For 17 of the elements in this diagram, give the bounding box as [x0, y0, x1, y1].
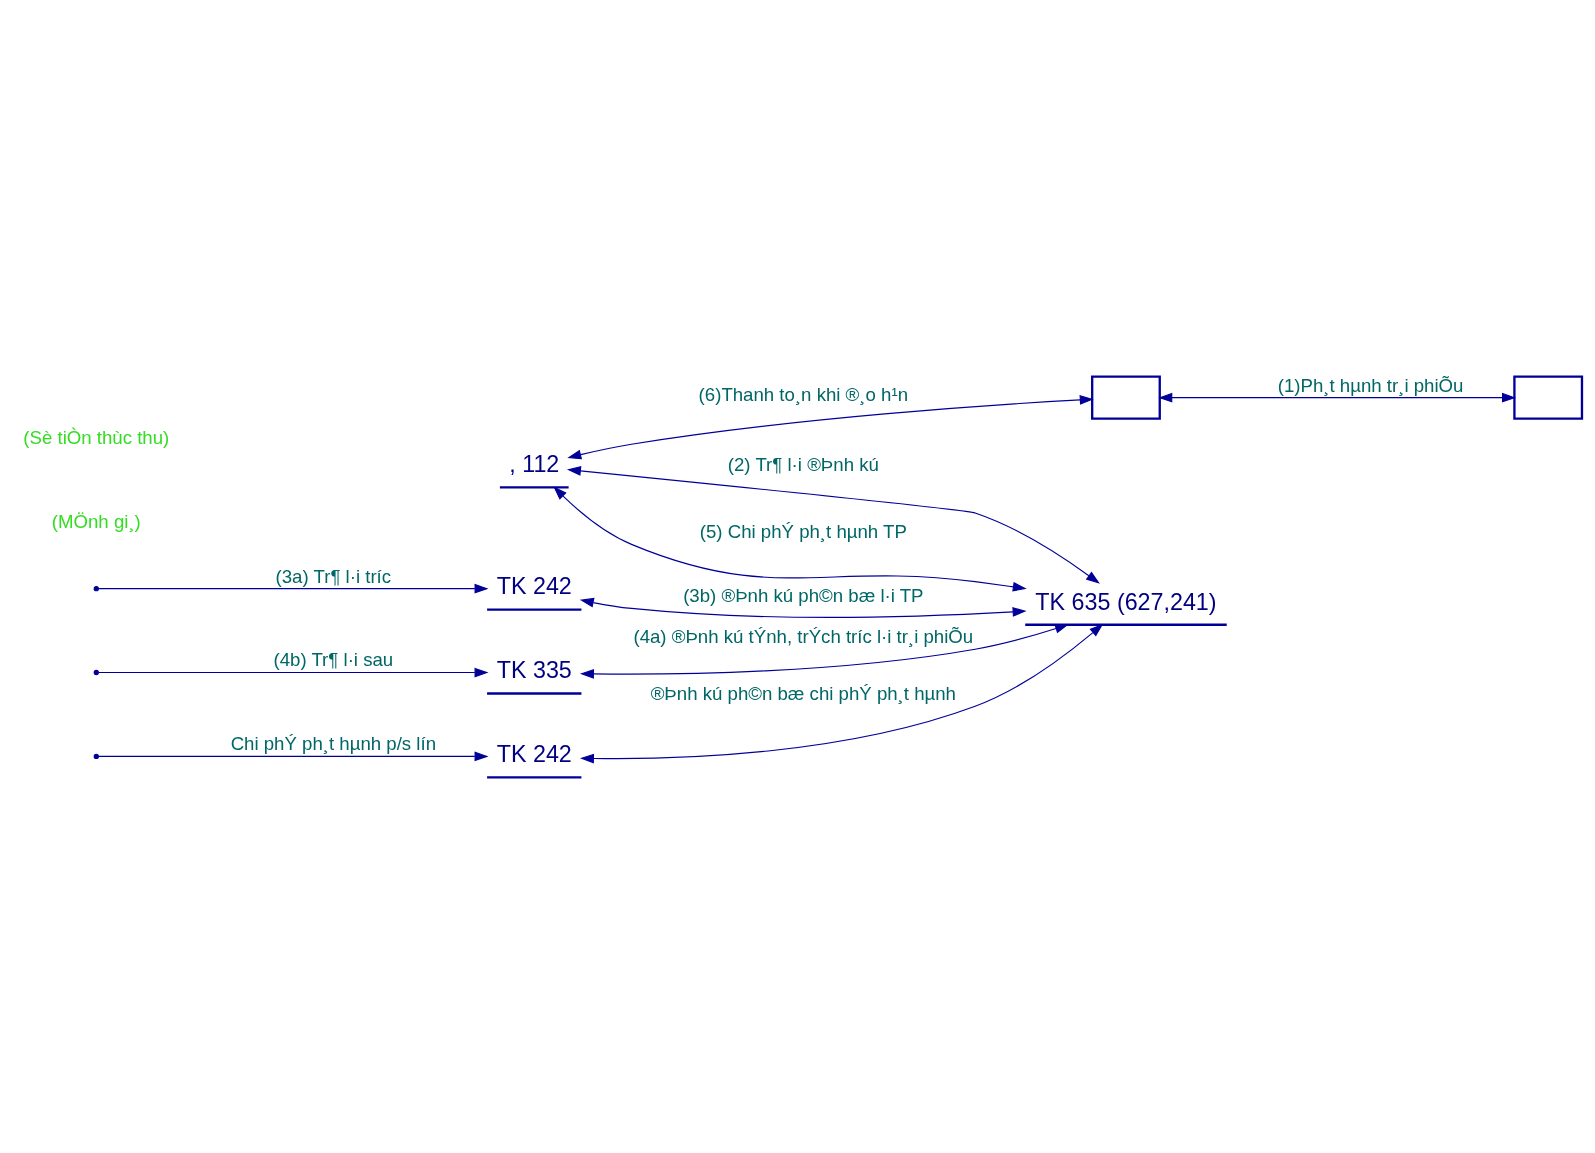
edge-label: (3b) ®Þnh kú ph©n bæ l·i TP — [683, 584, 924, 606]
edge-label: (4b) Tr¶ l·i sau — [273, 648, 394, 670]
edge-label: (3a) Tr¶ l·i tríc — [275, 565, 392, 587]
edge-label: ®Þnh kú ph©n bæ chi phÝ ph¸t hµnh — [650, 682, 956, 704]
edge-label: (4a) ®Þnh kú tÝnh, trÝch tríc l·i tr¸i phiÕu — [633, 625, 974, 647]
node-text: TK 335 — [496, 656, 572, 683]
edge-label: (5) Chi phÝ ph¸t hµnh TP — [699, 520, 907, 542]
label: (MÖnh gi¸) — [51, 510, 141, 532]
edge-label: (2) Tr¶ l·i ®Þnh kú — [727, 453, 879, 475]
label: (Sè tiÒn thùc thu) — [23, 426, 170, 448]
node-text: , 112 — [509, 450, 560, 477]
node-text: TK 635 (627,241) — [1035, 588, 1217, 615]
node-text: TK 242 — [496, 572, 572, 599]
node-text: TK 242 — [496, 740, 572, 767]
edge-label: Chi phÝ ph¸t hµnh p/s lín — [230, 732, 437, 754]
edge-label: (6)Thanh to¸n khi ®¸o h¹n — [698, 383, 909, 405]
edge-label: (1)Ph¸t hµnh tr¸i phiÕu — [1277, 374, 1464, 396]
